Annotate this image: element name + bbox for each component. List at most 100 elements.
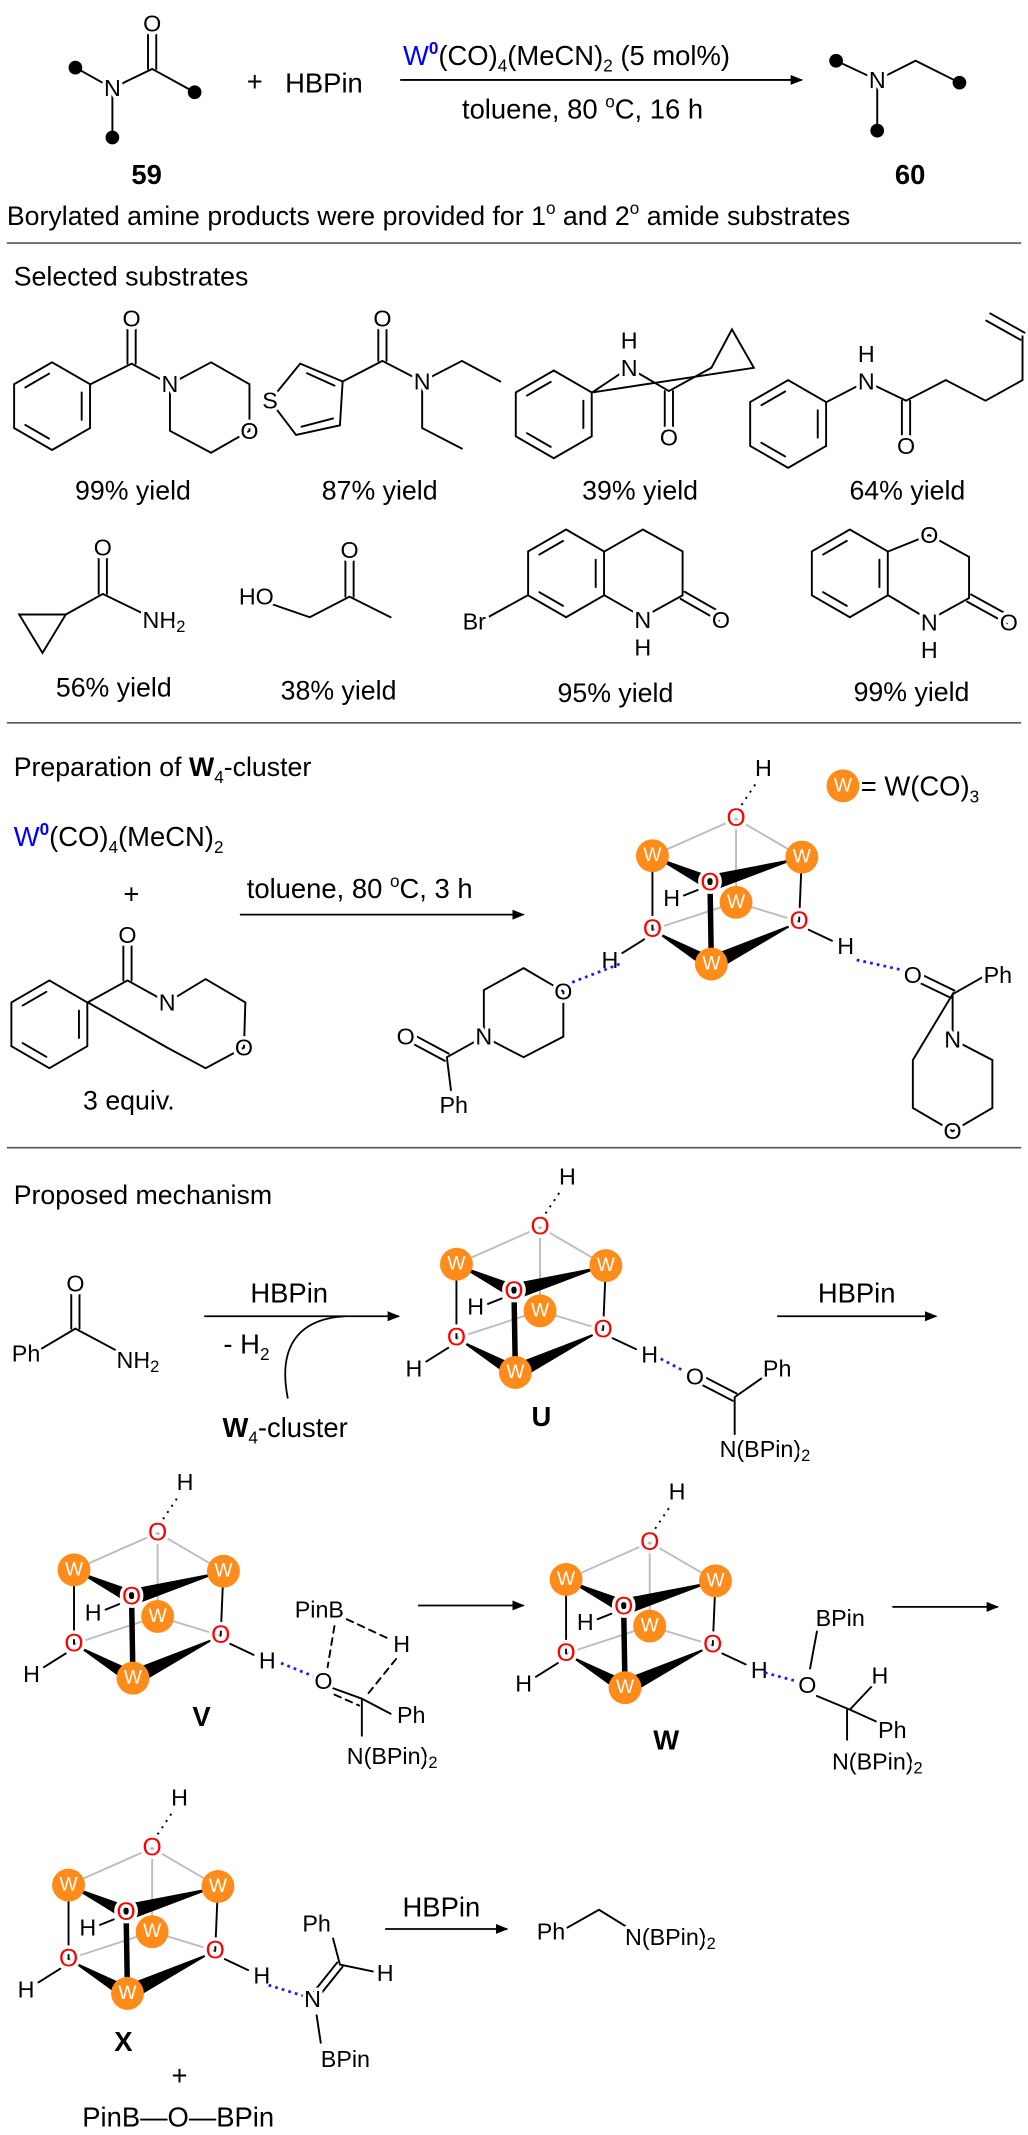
atom-h: H	[858, 341, 875, 367]
tungsten-letter: W	[702, 954, 721, 975]
n-bpin2-group: N(BPin)2	[625, 1924, 716, 1953]
thiophene-amide-bonds	[268, 359, 502, 450]
nh2-group: NH2	[143, 607, 186, 636]
double-bond	[663, 390, 674, 439]
atom-o: O	[123, 305, 141, 331]
oxygen-atom: O	[206, 1937, 225, 1964]
tungsten-letter: W	[149, 1606, 168, 1627]
oxygen-atom: O	[447, 1325, 466, 1352]
caption-sup-2: o	[630, 198, 640, 218]
bond	[104, 1603, 121, 1611]
n-bpin2-group: N(BPin)2	[832, 1749, 923, 1778]
tungsten-atom	[608, 1671, 642, 1705]
oxygen-atom: O	[122, 1584, 141, 1611]
n-bpin2-group-main: N(BPin)	[625, 1924, 707, 1950]
atom-o: O	[897, 433, 915, 459]
caption-part-2: and 2	[556, 201, 630, 231]
atom-o: O	[920, 522, 938, 548]
reaction-conditions: toluene, 80 oC, 16 h	[462, 91, 703, 124]
hydrogen-atom: H	[755, 755, 772, 781]
wedge-bond	[123, 1950, 216, 2001]
double-bond	[126, 317, 137, 365]
reagent-hbpin: HBPin	[403, 1892, 481, 1923]
catalyst-co: (CO)	[438, 40, 497, 71]
wedge-bond	[68, 1885, 130, 1919]
atom-h: H	[872, 1662, 889, 1688]
tungsten-atom	[141, 1600, 175, 1633]
atom-o: O	[397, 1024, 415, 1050]
bpin-group: BPin	[321, 2046, 370, 2072]
phenyl-group: Ph	[397, 1702, 426, 1728]
legend-text: = W(CO)3	[861, 770, 979, 806]
cyclopropanamide-bonds	[591, 327, 756, 394]
intermediate-label-x: X	[114, 2026, 133, 2057]
oxygen-atom: O	[64, 1630, 83, 1657]
substituent-dot	[870, 123, 885, 138]
wedge-bond	[456, 1264, 517, 1298]
yield-label: 64% yield	[849, 475, 965, 505]
atom-n: N	[944, 1026, 961, 1052]
hydrogen-atom: H	[406, 1355, 423, 1381]
double-bond	[910, 970, 956, 999]
prep-catalyst-text: W0(CO)4(MeCN)2	[14, 819, 224, 857]
byproduct-label: PinB—O—BPin	[82, 2101, 274, 2132]
double-bond	[900, 399, 912, 447]
nh2-group-subscript: 2	[150, 1358, 159, 1376]
product-bonds	[566, 1908, 629, 1929]
oxygen-atom: O	[643, 916, 662, 943]
atom-n: N	[475, 1024, 492, 1050]
hydrogen-bond	[856, 958, 907, 973]
intermediate-label-w: W	[653, 1724, 679, 1755]
tungsten-letter: W	[124, 1668, 143, 1689]
section-title-mechanism: Proposed mechanism	[14, 1180, 272, 1210]
morpholine-amide-bonds	[89, 361, 251, 454]
tungsten-atom	[589, 1249, 623, 1283]
w-ligand-bonds	[809, 1630, 879, 1741]
tungsten-atom	[699, 1564, 732, 1598]
tungsten-letter: W	[706, 1570, 725, 1591]
tungsten-atom	[135, 1915, 169, 1949]
benzene-ring	[749, 379, 828, 469]
benzene-ring	[13, 361, 92, 452]
conditions-time: C, 16 h	[615, 93, 703, 124]
oxygen-atom: O	[143, 1835, 162, 1862]
catalyst-loading: (5 mol%)	[613, 40, 730, 71]
h2-subscript: 2	[260, 1344, 270, 1364]
double-bond	[692, 1371, 738, 1402]
pinb-group: PinB	[295, 1597, 344, 1623]
wedge-bond	[621, 1580, 716, 1615]
oxygen-atom: O	[530, 1214, 549, 1241]
n-bpin2-group: N(BPin)2	[347, 1743, 438, 1772]
benzoyl-morpholine-bonds	[85, 977, 247, 1070]
amine-60-bonds	[835, 59, 961, 132]
tungsten-atom	[498, 1356, 532, 1389]
bond	[42, 1652, 67, 1669]
wedge-bond	[652, 855, 713, 890]
atom-n: N	[621, 355, 638, 381]
section-title-preparation: Preparation of W4-cluster	[14, 752, 312, 787]
wedge-bond	[129, 1635, 221, 1686]
amide-59-bonds	[74, 66, 196, 139]
atom-n: N	[921, 610, 938, 636]
atom-o: O	[340, 537, 358, 563]
atom-n: N	[104, 75, 121, 101]
w4-w: W	[222, 1412, 248, 1443]
tungsten-letter: W	[616, 1677, 635, 1698]
yield-label: 95% yield	[557, 678, 673, 708]
tungsten-letter: W	[557, 1569, 576, 1590]
tungsten-atom	[633, 1609, 667, 1643]
catalyst-mecn: (MeCN)	[118, 821, 214, 852]
tungsten-atom	[549, 1562, 583, 1596]
legend: W = W(CO)3	[826, 769, 979, 806]
w4-suffix: -cluster	[258, 1412, 348, 1443]
yield-label: 38% yield	[281, 675, 397, 705]
yield-label: 87% yield	[322, 475, 438, 505]
substituent-dot	[952, 75, 967, 90]
wedge-bond	[511, 1329, 604, 1380]
atom-n: N	[634, 607, 651, 633]
title-w: W	[189, 752, 215, 782]
w4-cluster-label: W4-cluster	[222, 1412, 347, 1448]
double-bond	[679, 590, 724, 622]
tungsten-atom	[694, 947, 728, 981]
hydrogen-atom: H	[467, 1294, 484, 1320]
